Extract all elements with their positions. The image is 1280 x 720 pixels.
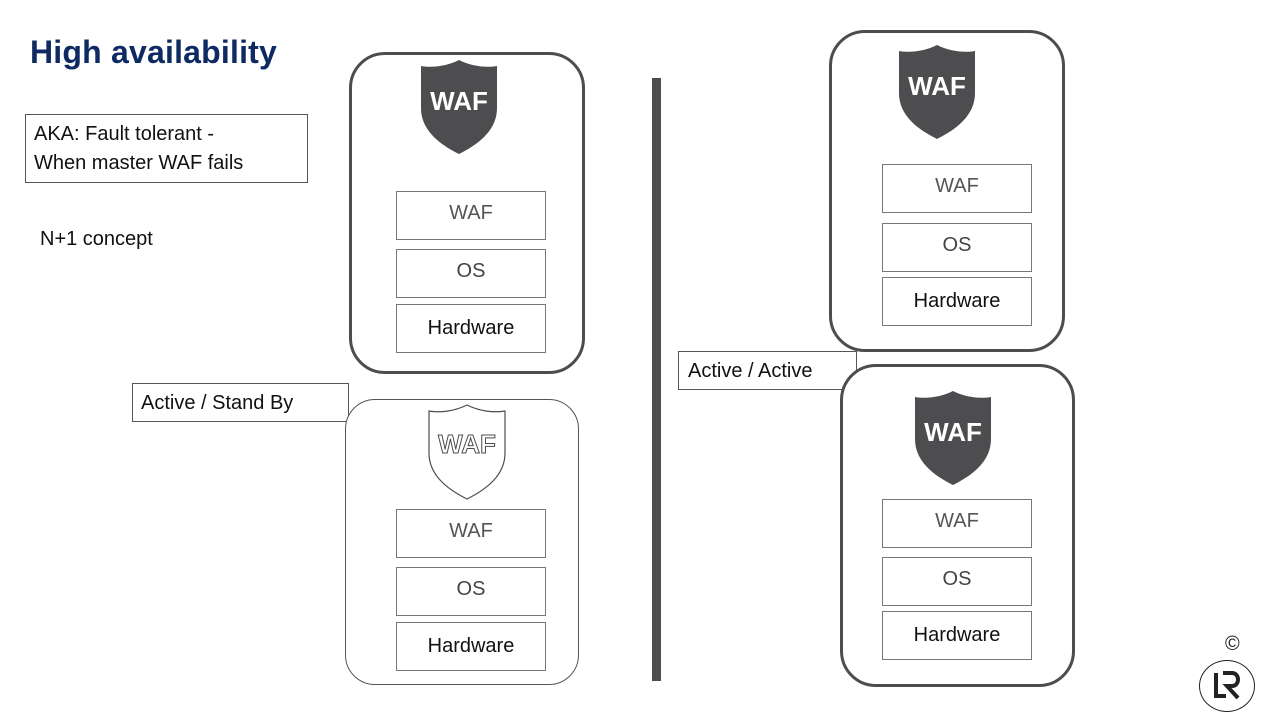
section-divider: [652, 78, 661, 681]
active2-waf-layer: WAF: [882, 499, 1032, 548]
lr-logo-icon: [1214, 671, 1240, 700]
standby-hardware-layer: Hardware: [396, 622, 546, 671]
active-shield-icon: WAF: [915, 391, 991, 485]
active-shield-icon: WAF: [899, 45, 975, 139]
standby-os-layer: OS: [396, 567, 546, 616]
n-plus-one-label: N+1 concept: [40, 228, 153, 250]
active-shield-icon: WAF: [421, 60, 497, 154]
aka-line-2: When master WAF fails: [34, 152, 244, 174]
shield-label: WAF: [924, 417, 982, 447]
master-os-layer: OS: [396, 249, 546, 298]
active2-os-layer: OS: [882, 557, 1032, 606]
shield-label: WAF: [430, 86, 488, 116]
active1-waf-layer: WAF: [882, 164, 1032, 213]
master-hardware-layer: Hardware: [396, 304, 546, 353]
page-title: High availability: [30, 34, 278, 70]
company-logo: [1199, 660, 1255, 712]
standby-shield-icon: WAF: [428, 404, 506, 500]
shield-label: WAF: [438, 429, 496, 459]
copyright-symbol: ©: [1225, 633, 1240, 655]
shield-label: WAF: [908, 71, 966, 101]
aka-line-1: AKA: Fault tolerant -: [34, 123, 215, 145]
active-active-label: Active / Active: [678, 351, 857, 390]
standby-waf-layer: WAF: [396, 509, 546, 558]
active-standby-label: Active / Stand By: [132, 383, 349, 422]
aka-note: AKA: Fault tolerant - When master WAF fa…: [25, 114, 308, 183]
active1-os-layer: OS: [882, 223, 1032, 272]
master-waf-layer: WAF: [396, 191, 546, 240]
active1-hardware-layer: Hardware: [882, 277, 1032, 326]
active2-hardware-layer: Hardware: [882, 611, 1032, 660]
